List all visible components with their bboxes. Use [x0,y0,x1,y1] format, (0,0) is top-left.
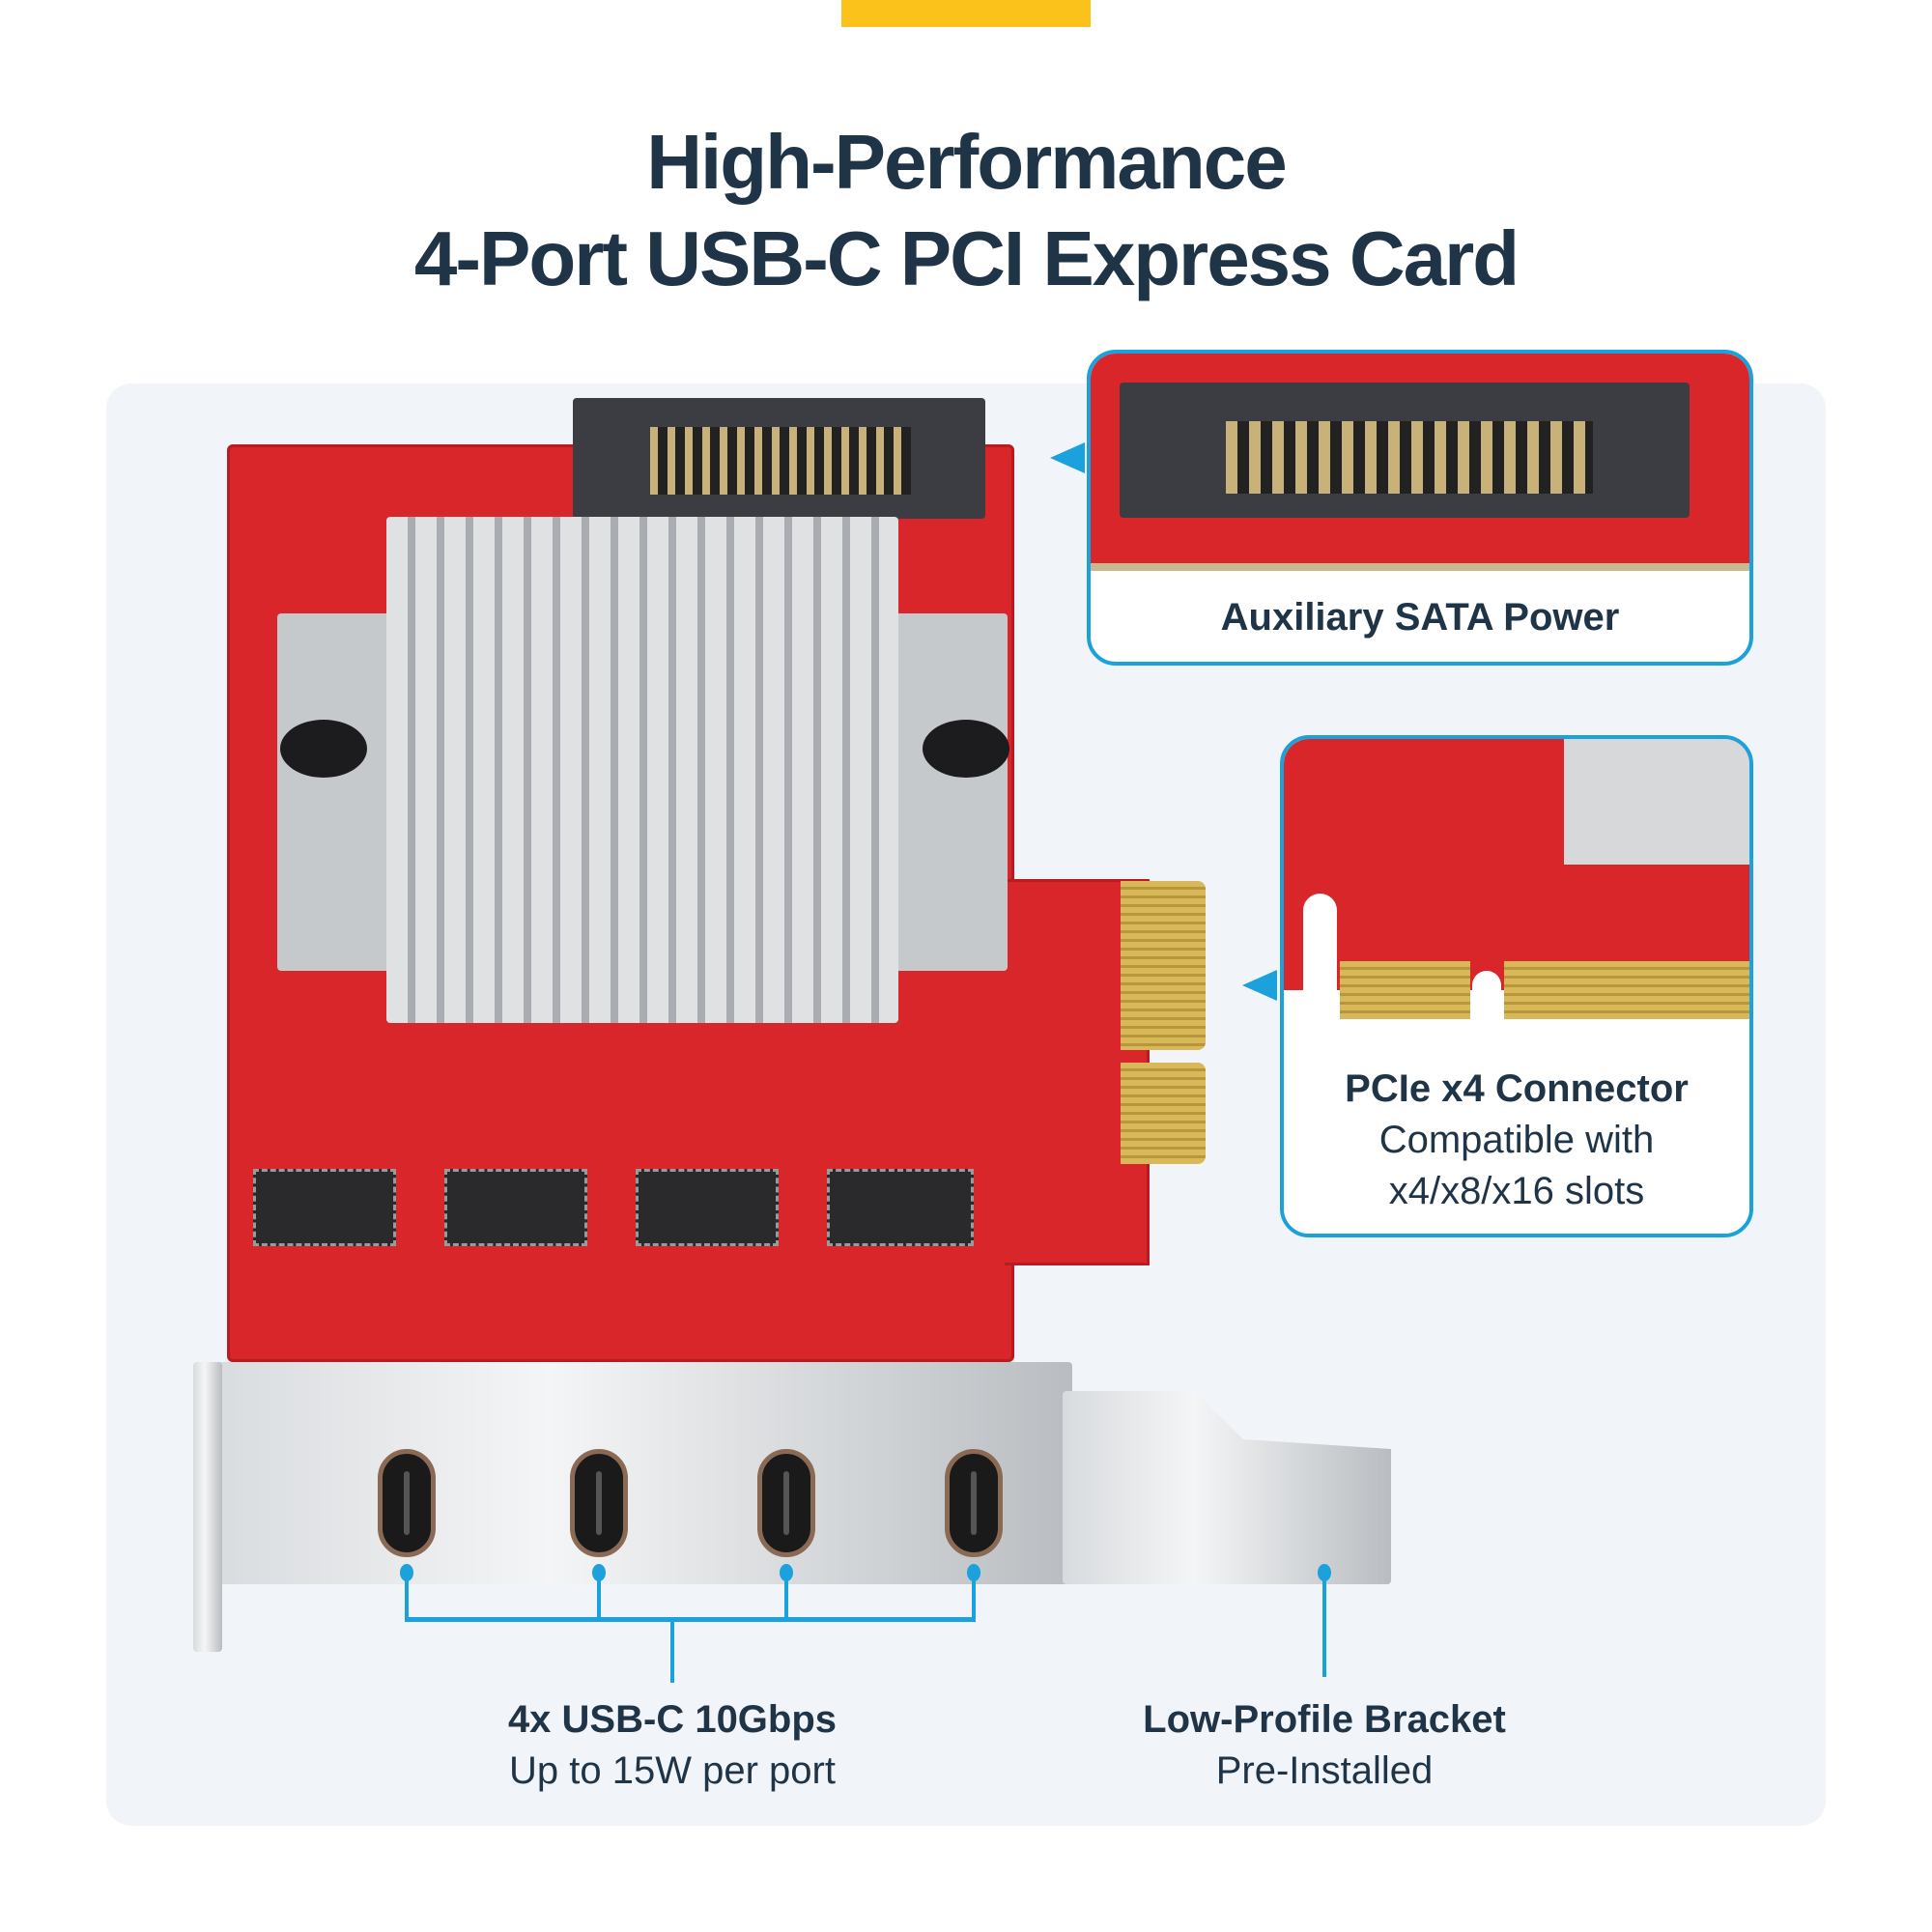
callout-sata-power: Auxiliary SATA Power [1087,350,1753,666]
pcie-notch-left [1303,894,1337,1019]
spring-screw-right [923,720,1009,778]
title-line-2: 4-Port USB-C PCI Express Card [413,215,1520,301]
page-title: High-Performance 4-Port USB-C PCI Expres… [0,114,1932,307]
callout-pcie-title: PCIe x4 Connector [1345,1067,1689,1110]
pcie-gold-fingers-short [1121,1063,1206,1164]
controller-chip-1 [253,1169,396,1246]
pcie-closeup-fingers-1 [1340,961,1470,1019]
leader-line [597,1573,601,1621]
usb-c-port-4 [945,1449,1003,1557]
heatsink-fins [386,517,898,1023]
label-usb-ports-subtitle: Up to 15W per port [509,1749,836,1792]
callout-pcie-text: PCIe x4 Connector Compatible with x4/x8/… [1284,1064,1749,1217]
pcie-gold-fingers [1121,881,1206,1050]
leader-line-bracket [1322,1573,1326,1677]
leader-line [784,1573,788,1621]
sata-power-connector [573,398,985,519]
usb-c-port-3 [757,1449,815,1557]
title-line-1: High-Performance [646,119,1287,205]
leader-bracket-line [405,1617,976,1622]
label-usb-ports: 4x USB-C 10Gbps Up to 15W per port [431,1694,914,1797]
usb-c-port-1 [378,1449,436,1557]
leader-line [405,1573,409,1621]
label-bracket-subtitle: Pre-Installed [1215,1749,1434,1792]
spring-screw-left [280,720,367,778]
controller-chip-3 [636,1169,779,1246]
sata-closeup-image [1091,354,1749,571]
pcie-closeup-fingers-2 [1504,961,1749,1019]
callout-pointer-sata [1050,442,1085,473]
callout-pcie-line2: Compatible with [1378,1119,1655,1161]
label-bracket-title: Low-Profile Bracket [1143,1698,1506,1741]
top-accent-bar [841,0,1091,27]
leader-line [972,1573,976,1621]
callout-pcie-line3: x4/x8/x16 slots [1388,1170,1645,1212]
controller-chip-2 [444,1169,587,1246]
callout-pointer-pcie [1242,970,1277,1001]
low-profile-bracket [203,1362,1072,1584]
controller-chip-4 [827,1169,974,1246]
bracket-edge [193,1362,222,1652]
heatsink-closeup [1564,739,1749,865]
label-usb-ports-title: 4x USB-C 10Gbps [507,1698,838,1741]
callout-sata-title: Auxiliary SATA Power [1220,596,1620,639]
label-bracket: Low-Profile Bracket Pre-Installed [1083,1694,1566,1797]
callout-pcie-connector: PCIe x4 Connector Compatible with x4/x8/… [1280,735,1753,1237]
usb-c-port-2 [570,1449,628,1557]
leader-line-center [670,1619,674,1683]
callout-bottom-fill [1284,1019,1749,1234]
